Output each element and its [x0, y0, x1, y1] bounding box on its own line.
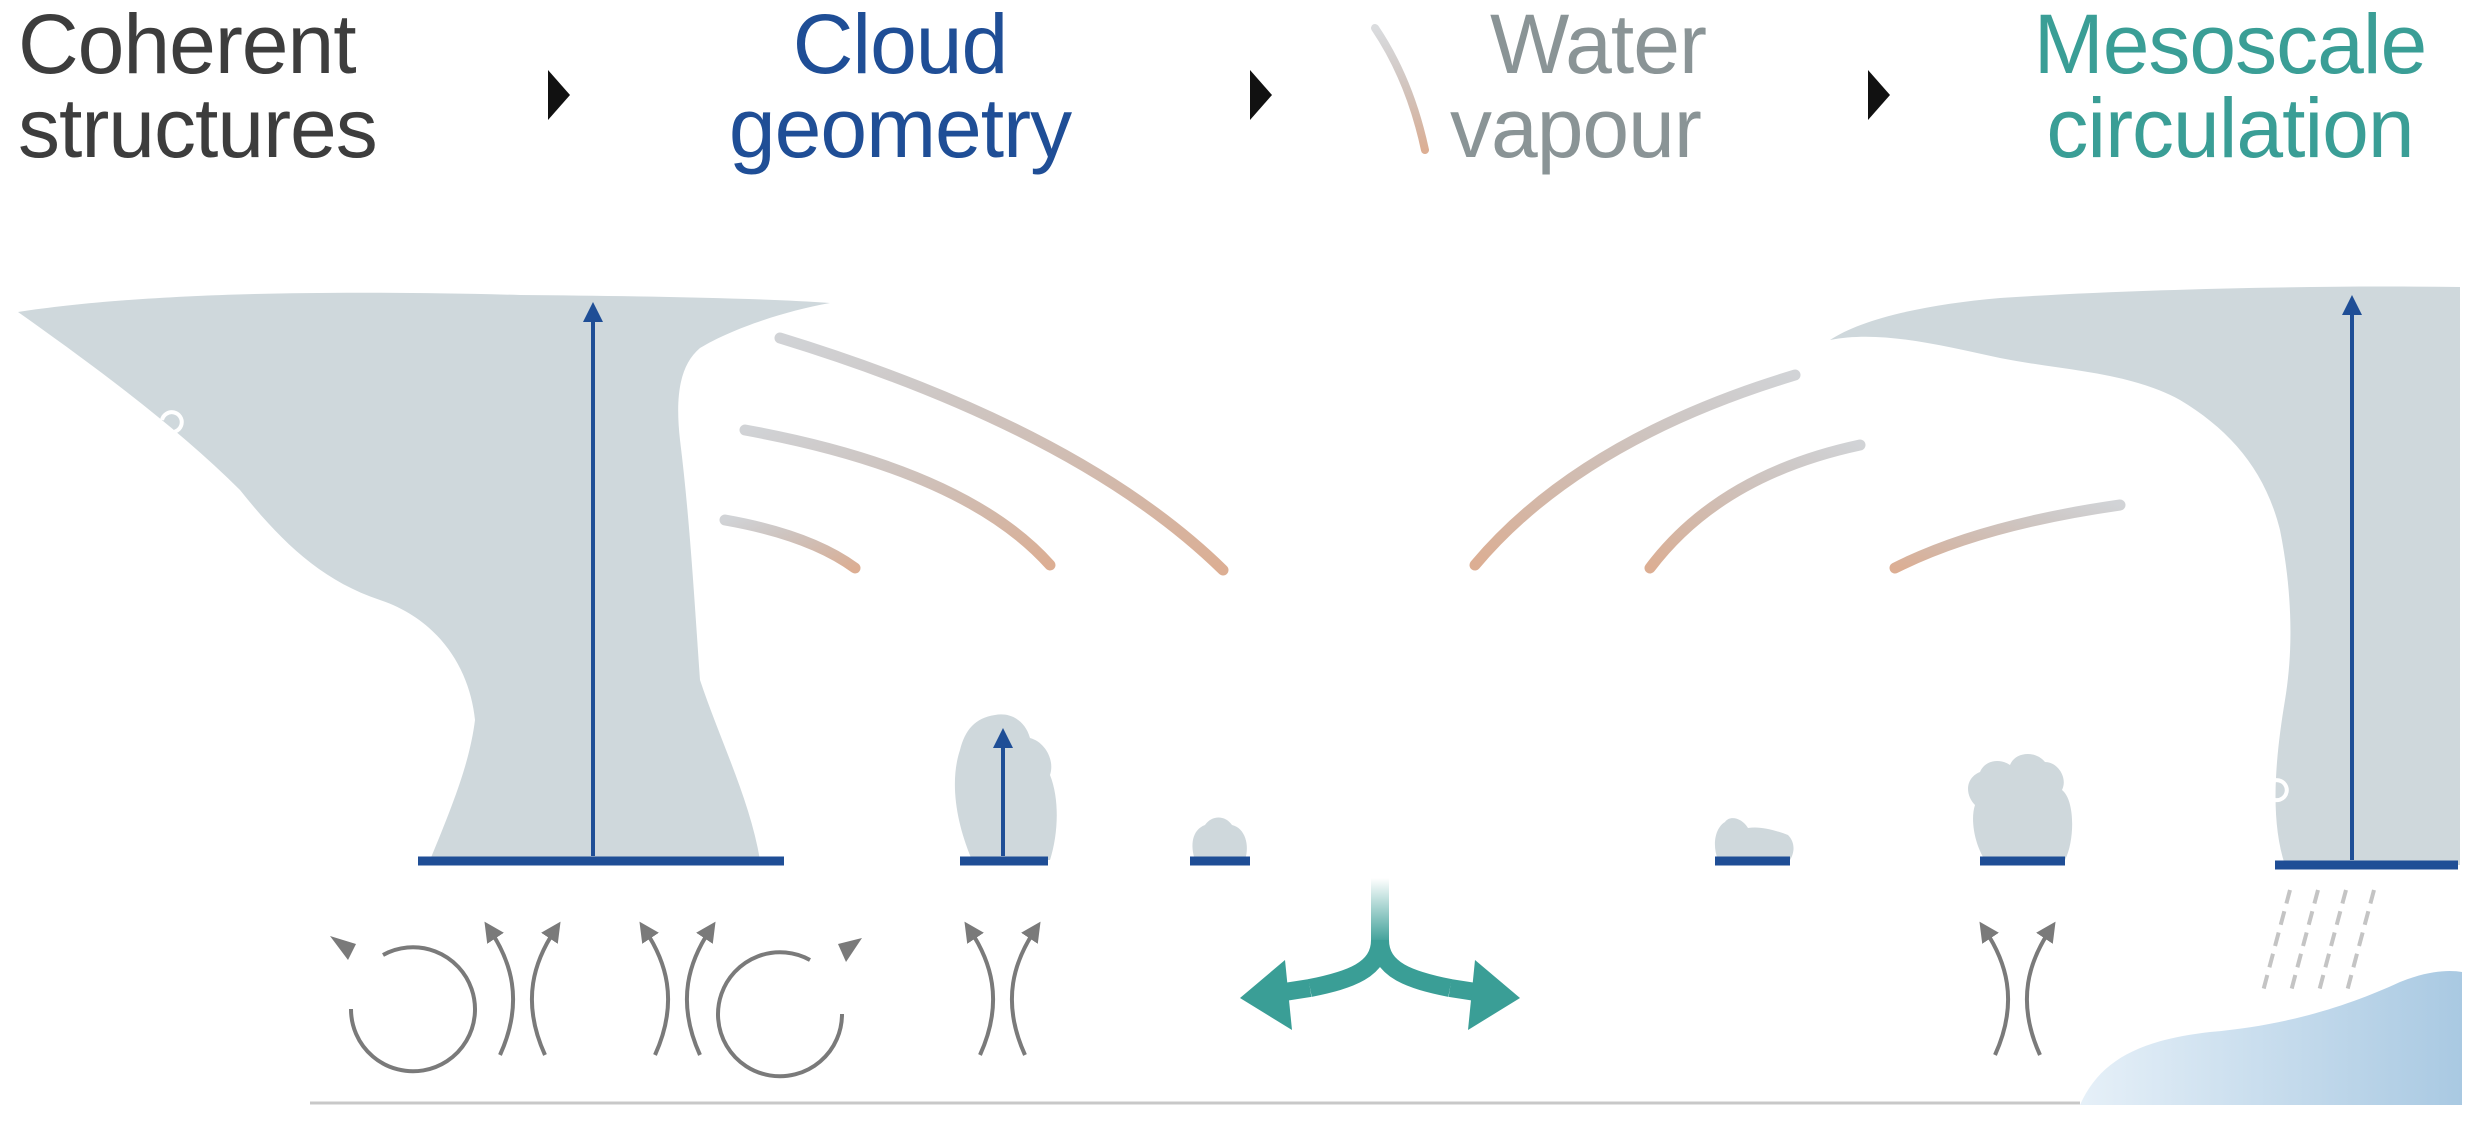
step-label-line1: Mesoscale	[2033, 0, 2428, 91]
triangle-right-icon	[1250, 70, 1272, 120]
step-label-line1: Water	[1490, 0, 1707, 91]
rain-streaks	[2260, 889, 2376, 996]
arrowhead-icon	[838, 938, 862, 962]
vapour-arc	[1644, 439, 1866, 574]
step-label-line1: Cloud	[792, 0, 1008, 91]
vapour-arc	[1889, 499, 2126, 574]
deep-cloud-right	[1830, 286, 2460, 866]
updraft-pair	[964, 921, 1041, 1056]
swirl-icon	[160, 410, 184, 435]
cold-pool	[2080, 971, 2462, 1105]
eddy-circle-left	[348, 945, 477, 1074]
medium-cloud-right	[1968, 754, 2073, 860]
vapour-icon	[1371, 24, 1429, 154]
step-coherent-structures: Coherent structures	[18, 0, 378, 175]
vapour-arc	[739, 424, 1056, 571]
step-label-line2: structures	[18, 81, 378, 175]
vapour-arc	[719, 514, 861, 574]
step-water-vapour: Water vapour	[1430, 2, 1790, 170]
step-label-line2: circulation	[2046, 81, 2414, 175]
medium-cloud-left	[954, 714, 1057, 860]
step-mesoscale-circulation: Mesoscale circulation	[2000, 2, 2460, 170]
updraft-pair	[639, 921, 716, 1056]
eddy-circle-right	[716, 950, 845, 1079]
deep-cloud-left	[18, 292, 830, 860]
arrowhead-icon	[330, 936, 356, 960]
small-cloud-right	[1714, 818, 1794, 860]
updraft-pair	[1979, 921, 2056, 1056]
swirl-icon	[750, 700, 774, 725]
vapour-arc	[774, 332, 1229, 576]
step-cloud-geometry: Cloud geometry	[700, 2, 1100, 170]
updraft-pair	[484, 921, 561, 1056]
triangle-right-icon	[548, 70, 570, 120]
step-label-line2: geometry	[728, 81, 1072, 175]
swirl-icon	[2196, 468, 2220, 493]
step-label-line1: Coherent	[18, 0, 357, 91]
small-cloud-left	[1192, 817, 1247, 860]
swirl-icon	[2265, 778, 2289, 803]
mesoscale-circulation-arrow	[1240, 878, 1520, 1030]
step-label-line2: vapour	[1450, 81, 1702, 175]
vapour-arc	[1469, 369, 1801, 571]
triangle-right-icon	[1868, 70, 1890, 120]
